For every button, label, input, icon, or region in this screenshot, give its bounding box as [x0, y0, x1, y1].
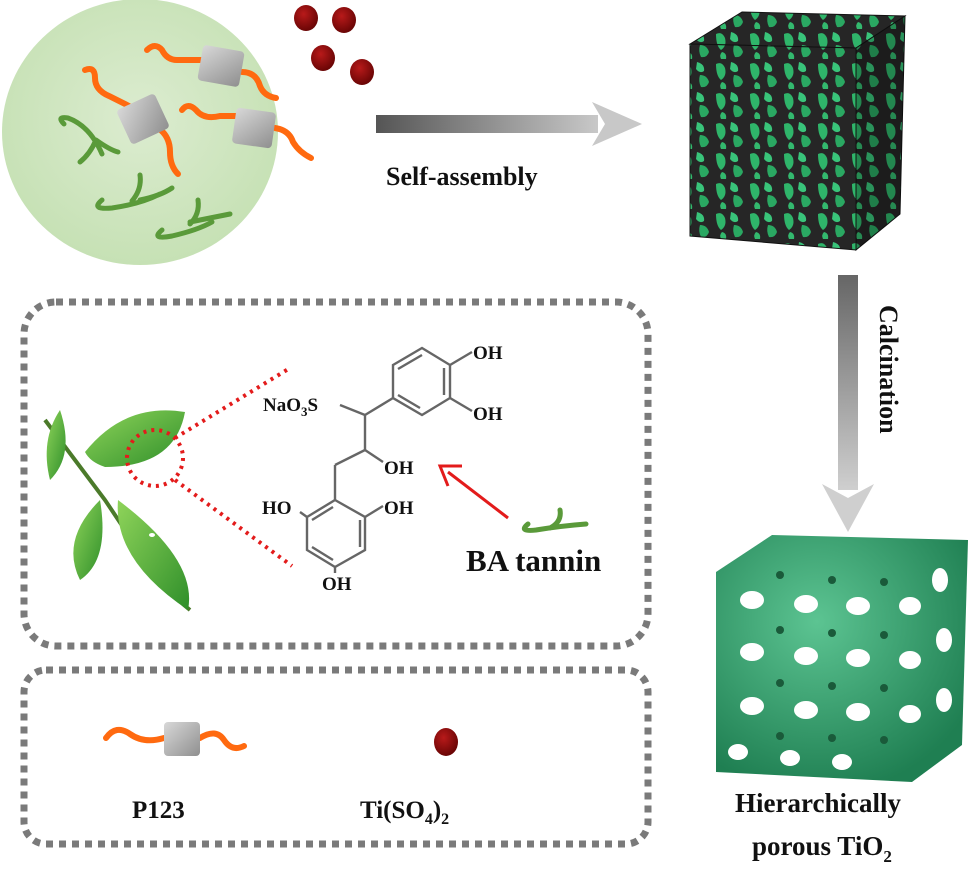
- self-assembly-label: Self-assembly: [386, 162, 538, 191]
- hydroxyl-label: OH: [473, 404, 503, 425]
- p123-molecule: [179, 103, 314, 161]
- hydroxyl-label: HO: [262, 498, 292, 519]
- leaf-icon: [43, 410, 192, 612]
- tannin-molecule: [58, 115, 233, 240]
- porous-tio2-structure: [716, 535, 968, 782]
- precursor-solution: [2, 0, 314, 265]
- legend-box: [20, 666, 652, 848]
- hydroxyl-label: OH: [384, 498, 414, 519]
- p123-molecule: [144, 43, 279, 101]
- hydroxyl-label: OH: [322, 574, 352, 595]
- tannin-source-box: [20, 298, 652, 650]
- leaf-callout: [125, 366, 294, 568]
- ti-precursor-dots: [294, 5, 374, 85]
- product-label-line2: porous TiO2: [752, 831, 892, 866]
- tannin-icon: [521, 507, 589, 533]
- p123-label: P123: [132, 797, 185, 824]
- calcination-label: Calcination: [874, 305, 903, 434]
- hydroxyl-label: OH: [384, 458, 414, 479]
- mesostructure-cube: [688, 11, 907, 252]
- ti-legend-icon: [434, 728, 458, 756]
- ti-so4-label: Ti(SO4)2: [360, 797, 449, 828]
- p123-legend-icon: [103, 722, 247, 756]
- ba-tannin-label: BA tannin: [466, 543, 601, 578]
- product-label-line1: Hierarchically: [735, 788, 901, 818]
- ba-tannin-structure: NaO3S OH OH OH HO OH OH: [262, 343, 503, 595]
- calcination-arrow: Calcination: [822, 275, 903, 532]
- p123-molecule: [82, 66, 181, 177]
- sulfonate-group: NaO3S: [263, 395, 318, 419]
- self-assembly-arrow: Self-assembly: [376, 102, 642, 191]
- hydroxyl-label: OH: [473, 343, 503, 364]
- red-arrow: [437, 464, 509, 520]
